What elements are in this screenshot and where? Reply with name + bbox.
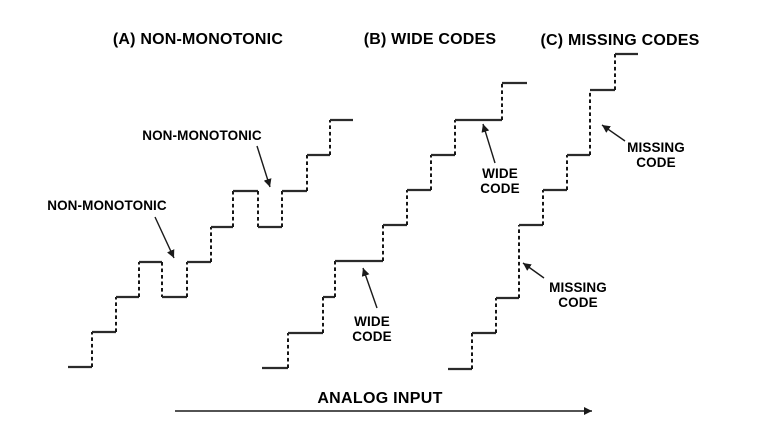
- annotation-line: NON-MONOTONIC: [47, 198, 167, 213]
- annotation-line: MISSING: [627, 140, 685, 155]
- missing-code-1-arrow: [601, 124, 626, 142]
- panel-b-title: (B) WIDE CODES: [363, 31, 497, 48]
- panel-a-title: (A) NON-MONOTONIC: [112, 31, 284, 48]
- analog-input-label: ANALOG INPUT: [317, 390, 443, 407]
- panel-c-title: (C) MISSING CODES: [540, 32, 700, 49]
- missing-code-2-arrow: [522, 262, 545, 279]
- annotation-wide-code-1: WIDE CODE: [332, 314, 412, 344]
- annotation-missing-code-1: MISSING CODE: [616, 140, 696, 170]
- annotation-line: CODE: [352, 329, 392, 344]
- non-monotonic-2-arrow: [256, 145, 272, 188]
- staircase-b: [262, 81, 527, 370]
- wide-code-1-arrow: [361, 267, 378, 309]
- annotation-line: WIDE: [354, 314, 390, 329]
- annotation-wide-code-2: WIDE CODE: [460, 166, 540, 196]
- staircase-a: [68, 118, 353, 369]
- wide-code-2-arrow: [481, 123, 496, 164]
- annotation-non-monotonic-2: NON-MONOTONIC: [122, 128, 282, 143]
- annotation-arrow-layer: [154, 123, 626, 309]
- annotation-missing-code-2: MISSING CODE: [538, 280, 618, 310]
- non-monotonic-1-arrow: [154, 216, 175, 259]
- annotation-line: MISSING: [549, 280, 607, 295]
- annotation-non-monotonic-1: NON-MONOTONIC: [27, 198, 187, 213]
- staircase-c: [448, 52, 638, 371]
- annotation-line: CODE: [558, 295, 598, 310]
- staircase-layer: [68, 52, 638, 371]
- annotation-line: CODE: [480, 181, 520, 196]
- annotation-line: WIDE: [482, 166, 518, 181]
- annotation-line: CODE: [636, 155, 676, 170]
- annotation-line: NON-MONOTONIC: [142, 128, 262, 143]
